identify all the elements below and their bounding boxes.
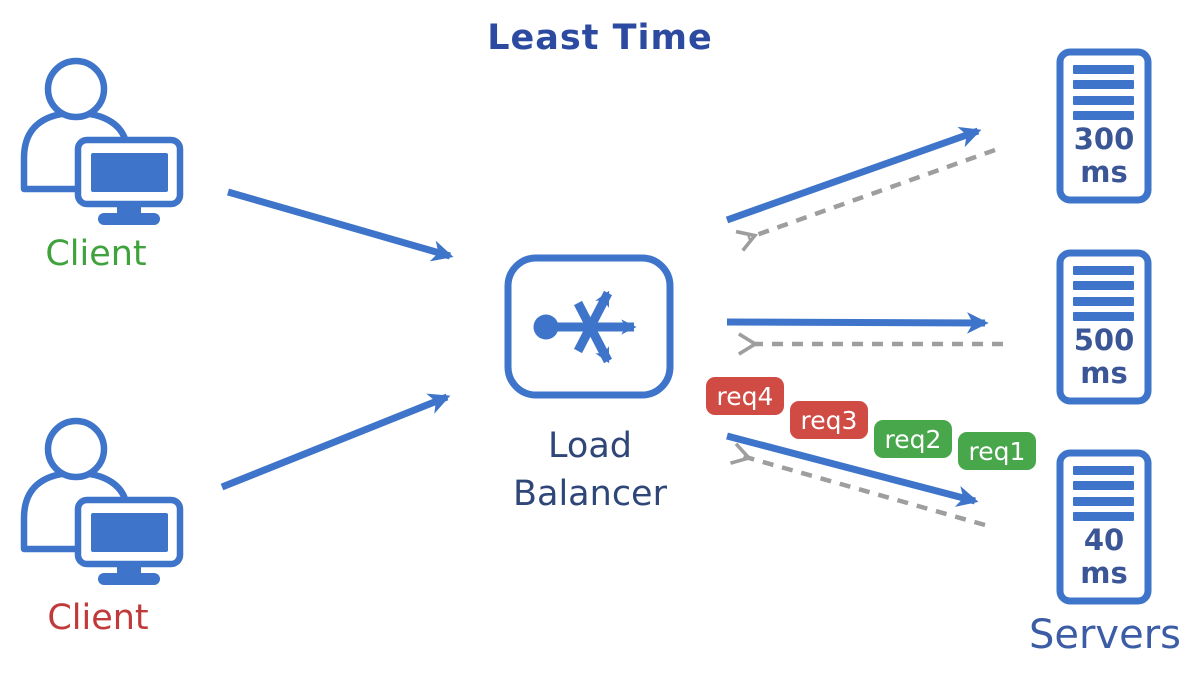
server2-latency-unit: ms <box>1080 356 1128 390</box>
client-label-top: Client <box>45 234 147 274</box>
servers-group-label: Servers <box>1028 612 1181 658</box>
server2-latency-value: 500 <box>1073 323 1135 357</box>
request-badge-req2: req2 <box>874 420 952 458</box>
request-arrow-client1-to-lb <box>227 188 454 262</box>
response-arrow-server1-to-lb <box>735 147 996 252</box>
load-balancer-distribution-icon <box>504 254 674 399</box>
server3-latency-unit: ms <box>1080 556 1128 590</box>
server1-latency-value: 300 <box>1073 122 1135 156</box>
request-arrow-lb-to-server1 <box>725 126 982 224</box>
client-label-bottom: Client <box>47 598 149 638</box>
request-arrow-lb-to-server2 <box>726 312 989 334</box>
server1-latency-unit: ms <box>1080 155 1128 189</box>
request-arrow-lb-to-server3 <box>726 432 979 507</box>
load-balancer-label-line2: Balancer <box>513 474 667 514</box>
response-arrow-server3-to-lb <box>729 442 986 528</box>
server2-latency: 500 ms <box>1060 324 1148 390</box>
server1-latency: 300 ms <box>1060 123 1148 189</box>
server3-latency: 40 ms <box>1060 524 1148 590</box>
request-badge-req4: req4 <box>706 377 784 415</box>
request-badge-req3: req3 <box>790 401 868 439</box>
person-with-monitor-icon <box>24 421 180 585</box>
load-balancer-label-line1: Load <box>548 426 632 466</box>
server3-latency-value: 40 <box>1083 523 1125 557</box>
request-badge-req1: req1 <box>958 432 1036 470</box>
load-balancer-label: Load Balancer <box>490 422 690 518</box>
request-arrow-client2-to-lb <box>220 393 451 491</box>
person-with-monitor-icon <box>24 61 180 225</box>
page-title: Least Time <box>487 18 713 58</box>
